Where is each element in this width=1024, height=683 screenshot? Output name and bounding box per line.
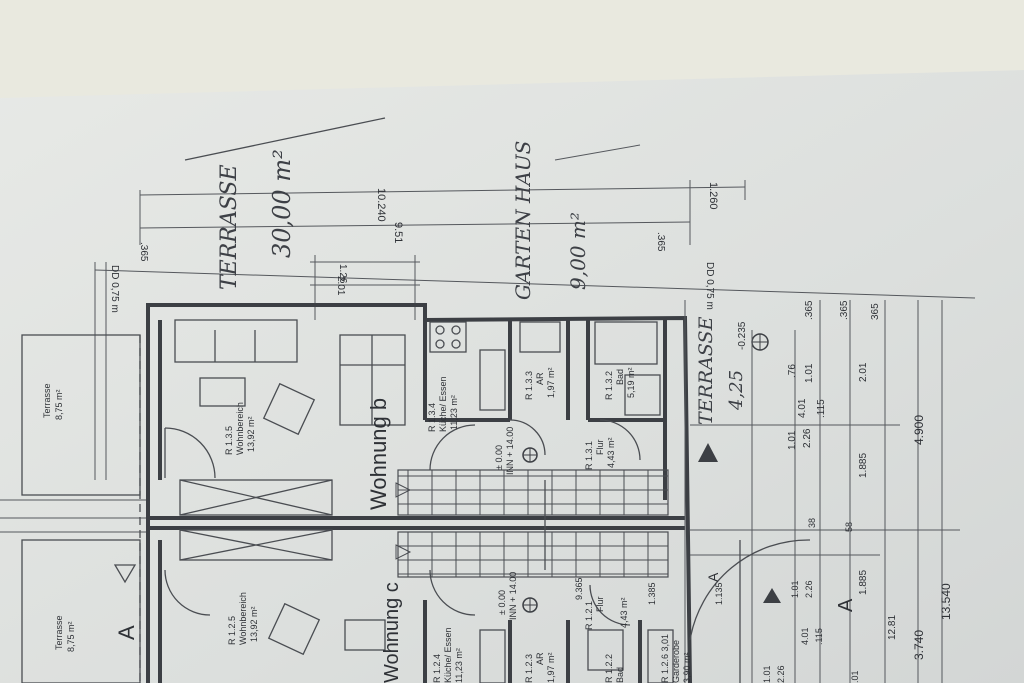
handwritten-terrasse-top-area: 30,00 m²	[268, 149, 296, 258]
dim-top-951: 9.51	[392, 222, 404, 243]
right-dimension-lines	[684, 300, 960, 683]
dim-right-365c: 365	[870, 303, 881, 320]
cabinet-boxes	[179, 479, 333, 561]
r135-code: R 1.3.5	[224, 426, 234, 455]
r125-code: R 1.2.5	[227, 616, 237, 645]
dim-top-10240: 10.240	[375, 188, 387, 222]
dd-label-left: DD 0,75 m	[109, 265, 120, 313]
r122-code: R 1.2.2	[604, 654, 614, 683]
r125-area: 13,92 m²	[249, 606, 259, 642]
section-marker-a1: A	[114, 625, 139, 640]
dim-misc-1385: 1.385	[647, 582, 657, 605]
dim-total-3740: 3.740	[912, 630, 926, 660]
elev-c: ± 0.00	[497, 590, 507, 615]
r133-name: AR	[535, 372, 545, 385]
dim-right-1885b: 1.885	[858, 570, 869, 595]
elev-b: ± 0.00	[494, 445, 504, 470]
dim-right-226: 2.26	[802, 428, 813, 448]
r134-name: Küche/ Essen	[438, 376, 448, 432]
r124-name: Küche/ Essen	[443, 627, 453, 683]
r132-code: R 1.3.2	[604, 371, 614, 400]
section-marker-a3: A	[705, 572, 721, 582]
r132-area: 5,19 m²	[626, 367, 636, 398]
handwritten-terrasse-right: TERRASSE	[695, 316, 717, 425]
dim-126: 1.26	[337, 264, 348, 284]
section-marker-a2: A	[835, 598, 857, 612]
dim-right-0235: -0.235	[737, 321, 748, 350]
r132-name: Bad	[615, 369, 625, 385]
staircase	[395, 469, 669, 578]
dim-top-1260: 1.260	[707, 182, 719, 210]
wohnung-b-label: Wohnung b	[366, 398, 391, 510]
r126-code: R 1.2.6 3,01	[660, 634, 670, 683]
top-dimension-lines	[94, 117, 976, 480]
dd-label-right: DD 0,75 m	[704, 262, 715, 310]
ffb-c: INN + 14.00	[508, 572, 518, 620]
r126-name: Garderobe	[671, 640, 681, 683]
r123-name: AR	[535, 652, 545, 665]
handwritten-terrasse-right-area: 4,25	[726, 370, 747, 411]
dim-misc-38: 38	[807, 518, 817, 528]
r135-name: Wohnbereich	[235, 402, 245, 455]
dim-misc-1135: 1.135	[714, 582, 724, 605]
dim-misc-115: .115	[814, 628, 824, 645]
dim-misc-58: 58	[844, 522, 854, 532]
dim-misc-401: 4.01	[800, 627, 810, 645]
r125-name: Wohnbereich	[238, 592, 248, 645]
r133-area: 1,97 m²	[546, 367, 556, 398]
dim-top-365b: .365	[655, 232, 666, 252]
dim-right-401: 4.01	[797, 398, 808, 418]
r123-code: R 1.2.3	[524, 654, 534, 683]
r134-area: 11,23 m²	[449, 395, 459, 430]
r121-code: R 1.2.1	[584, 601, 594, 630]
r131-area: 4,43 m²	[606, 437, 616, 468]
r122-name: Bad	[615, 667, 625, 683]
r126-area: 3,90 m²	[682, 652, 692, 683]
dim-right-365b: .365	[839, 300, 850, 320]
dim-right-76: .76	[787, 364, 798, 378]
dim-total-4900: 4.900	[912, 415, 926, 445]
wohnung-c-label: Wohnung c	[381, 582, 403, 683]
left-terraces	[0, 334, 150, 683]
r123-area: 1,97 m²	[546, 652, 556, 683]
building-walls	[146, 303, 692, 683]
r134-code: R 1.3.4	[427, 403, 437, 432]
handwritten-gartenhaus-area: 9,00 m²	[566, 212, 590, 290]
dim-total-13540: 13.540	[939, 583, 953, 620]
terrasse-left-bottom-name: Terrasse	[54, 615, 64, 650]
dim-right-1885a: 1.885	[858, 453, 869, 478]
furniture	[174, 319, 674, 683]
ffb-b: INN + 14.00	[505, 427, 515, 475]
dim-right-115: .115	[816, 399, 827, 418]
r121-name: Flur	[595, 596, 605, 612]
dim-misc-01: .01	[850, 670, 860, 683]
dim-right-101: 1.01	[787, 430, 798, 450]
dim-right-201: 2.01	[858, 362, 869, 382]
r124-code: R 1.2.4	[432, 654, 442, 683]
r131-code: R 1.3.1	[584, 441, 594, 470]
terrasse-left-top-name: Terrasse	[42, 383, 52, 418]
handwritten-gartenhaus: GARTEN HAUS	[511, 141, 535, 300]
dim-right-365a: .365	[804, 300, 815, 320]
dim-right-1281: 12.81	[887, 615, 898, 640]
dim-misc-226c: 2.26	[776, 665, 786, 683]
dim-201: 2.01	[335, 276, 346, 296]
handwritten-terrasse-top: TERRASSE	[217, 164, 242, 290]
dim-misc-101c: 1.01	[762, 665, 772, 683]
r131-name: Flur	[595, 439, 605, 455]
dim-right-101b: 1.01	[804, 363, 815, 383]
dim-misc-101: 1.01	[790, 580, 800, 598]
door-swings	[164, 419, 641, 626]
r133-code: R 1.3.3	[524, 371, 534, 400]
r121-area: 4,43 m²	[619, 597, 629, 628]
dim-misc-9365: 9.365	[574, 577, 584, 600]
dim-misc-226: 2.26	[804, 580, 814, 598]
dim-top-365a: .365	[138, 242, 149, 262]
terrasse-left-top-area: 8,75 m²	[54, 389, 64, 420]
r135-area: 13,92 m²	[246, 416, 256, 452]
r124-area: 11,23 m²	[454, 648, 464, 683]
terrasse-left-bottom-area: 8,75 m²	[66, 621, 76, 652]
